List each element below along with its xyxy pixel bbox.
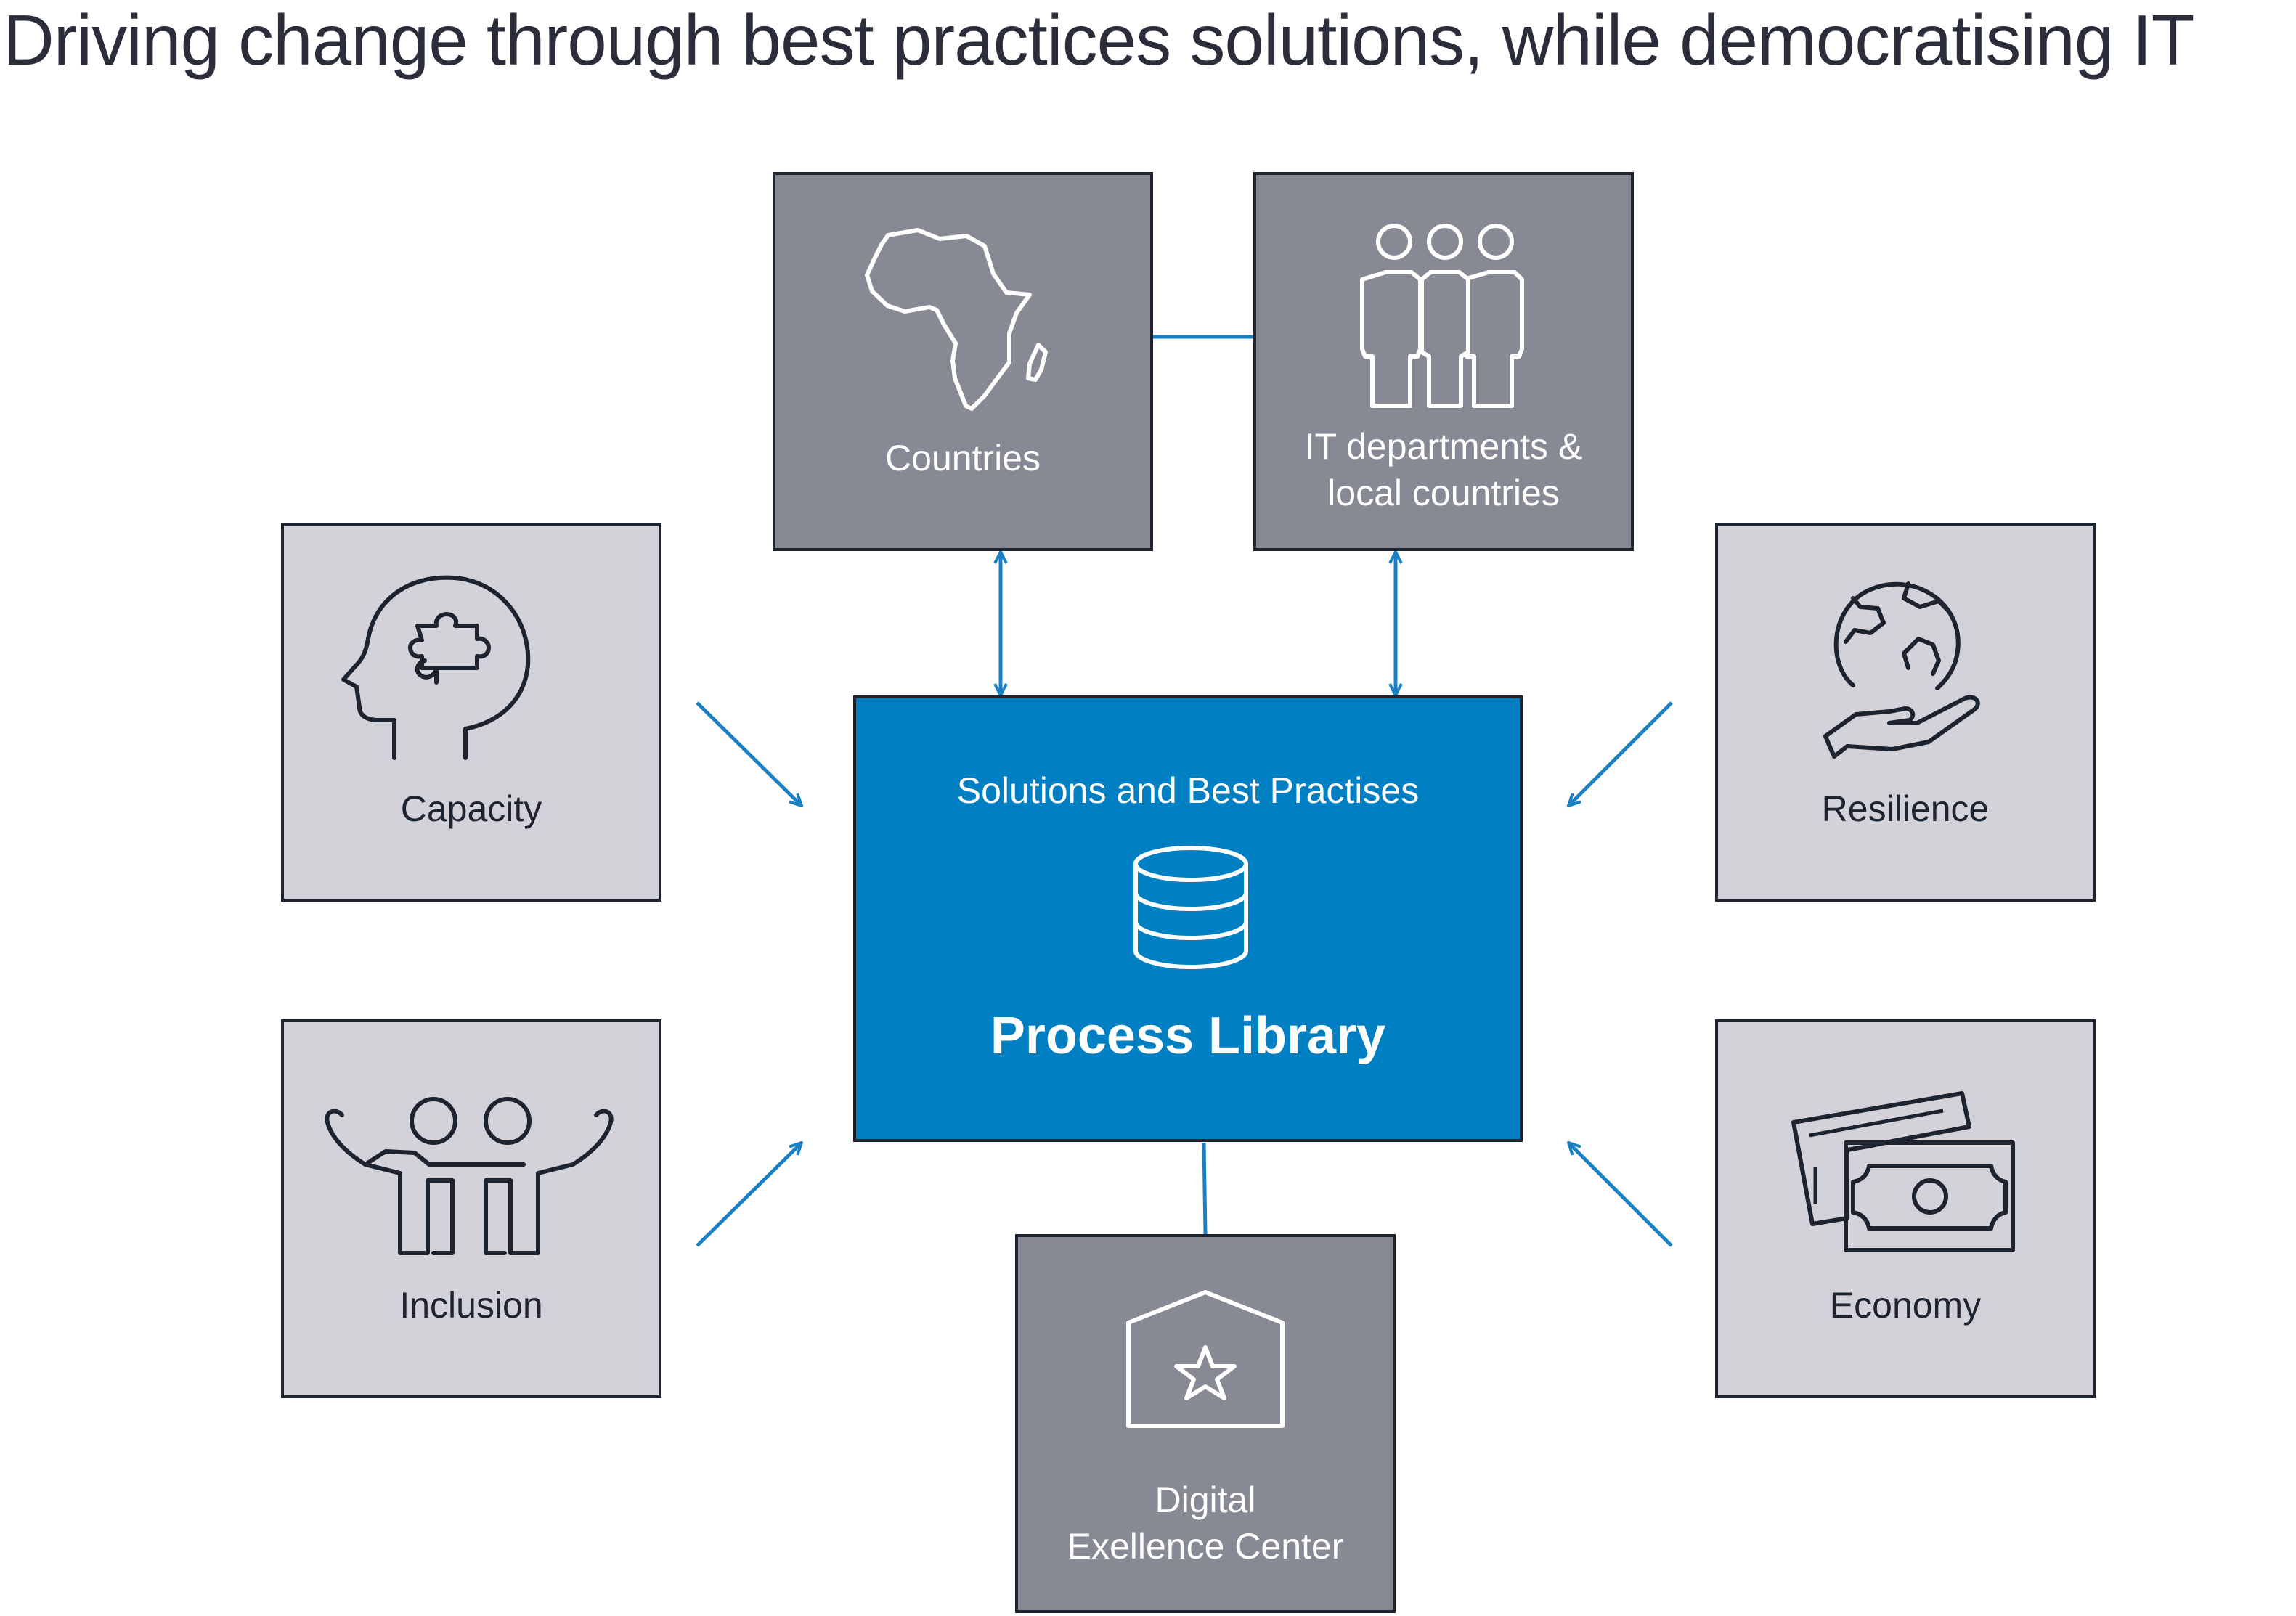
database-icon <box>1133 846 1248 970</box>
node-economy-label: Economy <box>1829 1285 1982 1326</box>
node-dec-label-line1: Digital <box>1155 1480 1256 1520</box>
process-library-box: Solutions and Best Practises Process Lib… <box>853 695 1523 1142</box>
globe-in-hand-icon <box>1823 581 1980 759</box>
node-inclusion: Inclusion <box>281 1019 661 1398</box>
arrow-resilience-center <box>1568 701 1673 806</box>
house-star-icon <box>1126 1290 1285 1428</box>
page-title: Driving change through best practices so… <box>3 0 2195 80</box>
connector-center-dec <box>1202 1142 1208 1235</box>
arrow-inclusion-center <box>696 1143 802 1247</box>
money-bills-icon <box>1791 1091 2015 1252</box>
people-group-icon <box>1360 224 1524 408</box>
node-capacity: Capacity <box>281 523 661 902</box>
node-digital-exellence-center: Digital Exellence Center <box>1015 1234 1396 1613</box>
head-puzzle-icon <box>341 575 531 760</box>
node-resilience-label: Resilience <box>1821 788 1990 829</box>
node-inclusion-label: Inclusion <box>399 1285 543 1326</box>
center-subtitle: Solutions and Best Practises <box>956 770 1420 811</box>
node-countries-label: Countries <box>885 438 1041 478</box>
embracing-people-icon <box>325 1097 614 1255</box>
node-it-label-line1: IT departments & <box>1304 426 1583 467</box>
node-economy: Economy <box>1715 1019 2096 1398</box>
arrow-economy-center <box>1568 1143 1673 1247</box>
node-capacity-label: Capacity <box>400 788 542 829</box>
node-resilience: Resilience <box>1715 523 2096 902</box>
center-title: Process Library <box>990 1007 1386 1065</box>
africa-map-icon <box>865 228 1048 411</box>
node-it-departments: IT departments & local countries <box>1253 172 1634 551</box>
node-it-label-line2: local countries <box>1327 473 1560 513</box>
arrow-capacity-center <box>696 701 802 806</box>
node-dec-label-line2: Exellence Center <box>1067 1526 1344 1567</box>
node-countries: Countries <box>773 172 1153 551</box>
